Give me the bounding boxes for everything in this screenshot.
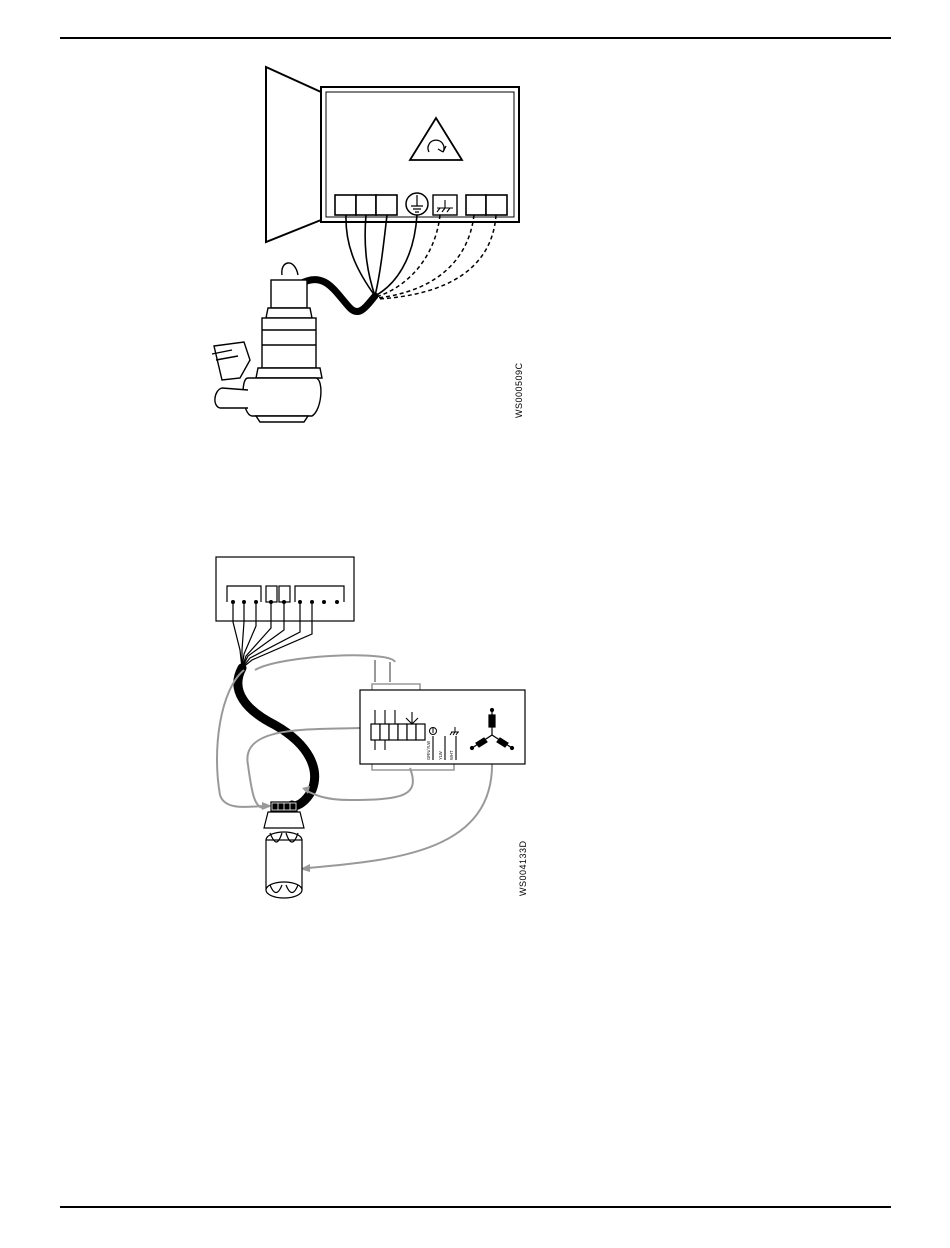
figure-code-2: WS004133D	[518, 840, 528, 896]
panel-box	[216, 557, 354, 621]
label-wht: WHT	[449, 750, 454, 760]
pump-cable	[300, 280, 375, 312]
header-rule	[60, 37, 891, 39]
label-grn-ylw: GRN/YLW	[426, 741, 431, 760]
footer-rule	[60, 1206, 891, 1208]
motor-cable	[238, 668, 315, 806]
figure-code-1: WS000509C	[514, 362, 524, 418]
terminal-block-sensor	[466, 195, 507, 215]
pump-illustration	[212, 263, 322, 422]
chassis-ground-icon	[433, 195, 457, 215]
control-wires	[376, 215, 496, 299]
figure-control-box-pump	[200, 60, 530, 440]
cabinet-door	[266, 67, 321, 242]
cable-connector	[271, 802, 297, 811]
terminal-block-main	[335, 195, 397, 215]
label-ylw: YLW	[438, 751, 443, 760]
power-wires	[346, 215, 417, 296]
figure-wiring-schematic: GRN/YLW YLW WHT	[200, 550, 540, 910]
motor-terminal-strip	[371, 724, 425, 740]
stator-winding-icon	[264, 812, 304, 898]
earth-terminal-icon	[406, 193, 428, 215]
